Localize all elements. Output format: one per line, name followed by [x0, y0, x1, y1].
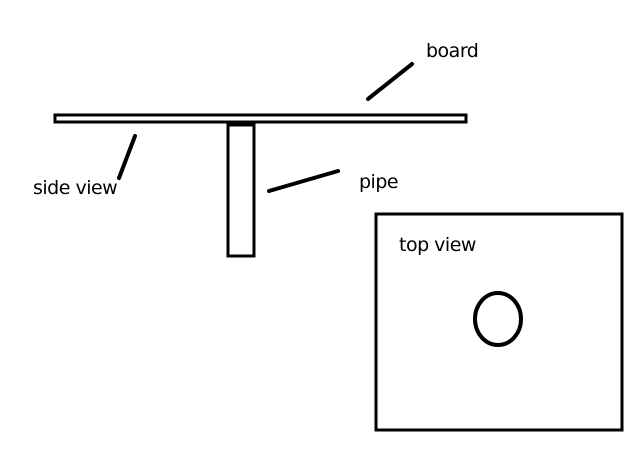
pipe-label: pipe	[359, 171, 398, 193]
top-view-frame	[374, 212, 624, 432]
board-side-view	[53, 113, 468, 124]
board-label: board	[426, 40, 478, 62]
side-view-drawing	[53, 113, 468, 258]
pipe-leader-line	[267, 169, 340, 193]
side-view-leader-line	[117, 134, 137, 180]
board-leader-line	[366, 62, 414, 101]
top-view-drawing: top view	[374, 212, 624, 432]
top-view-label: top view	[399, 234, 476, 256]
pipe-top-view-circle	[473, 291, 523, 347]
side-view-label: side view	[33, 177, 117, 199]
pipe-side-view	[226, 123, 256, 258]
